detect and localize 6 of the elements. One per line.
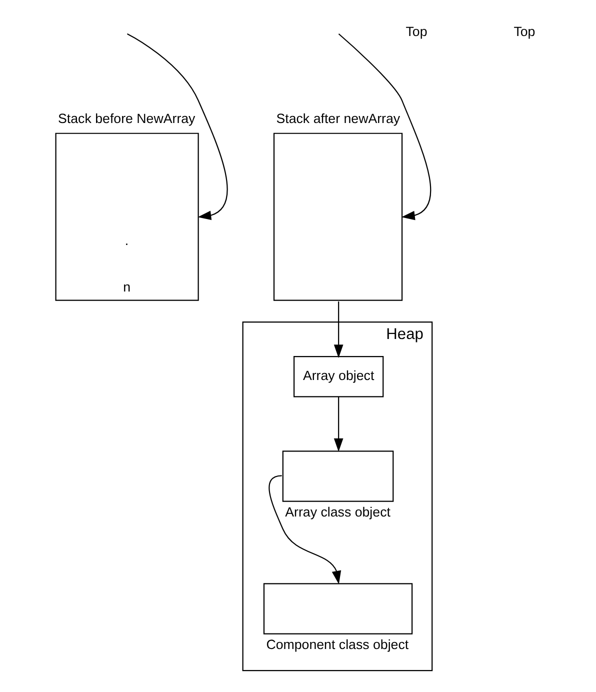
label: Top [513, 24, 535, 40]
node-label: Stack before NewArray [58, 110, 195, 126]
label: Top [405, 24, 427, 40]
node-label: Stack after newArray [276, 110, 400, 126]
node-label: Array class object [284, 504, 390, 520]
node-label: Component class object [266, 636, 408, 652]
